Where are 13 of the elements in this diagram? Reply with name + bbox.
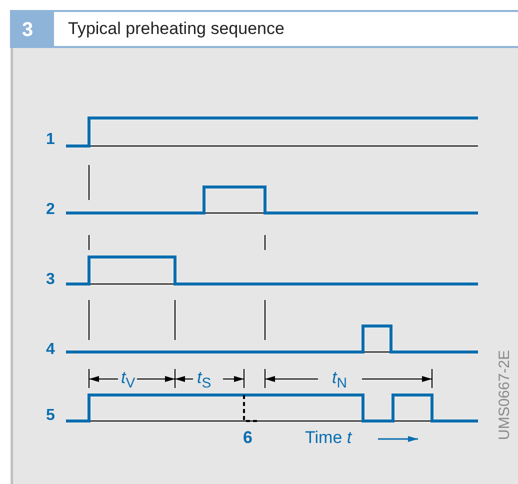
time-interval-label: t$_{S}$: [197, 369, 212, 391]
figure-code: UMS0667-2E: [497, 350, 512, 440]
signal-number: 1: [46, 132, 55, 148]
signal-number: 4: [46, 342, 55, 358]
time-interval-label: t$_{N}$: [332, 369, 347, 391]
signal-number: 3: [46, 272, 55, 288]
axis-label: Time t: [305, 429, 352, 446]
point-number: 6: [243, 429, 252, 446]
time-interval-label: t$_{V}$: [121, 369, 136, 391]
signal-number: 2: [46, 202, 55, 218]
title: Typical preheating sequence: [68, 20, 284, 37]
figure-number: 3: [22, 20, 34, 40]
signal-number: 5: [46, 408, 55, 424]
